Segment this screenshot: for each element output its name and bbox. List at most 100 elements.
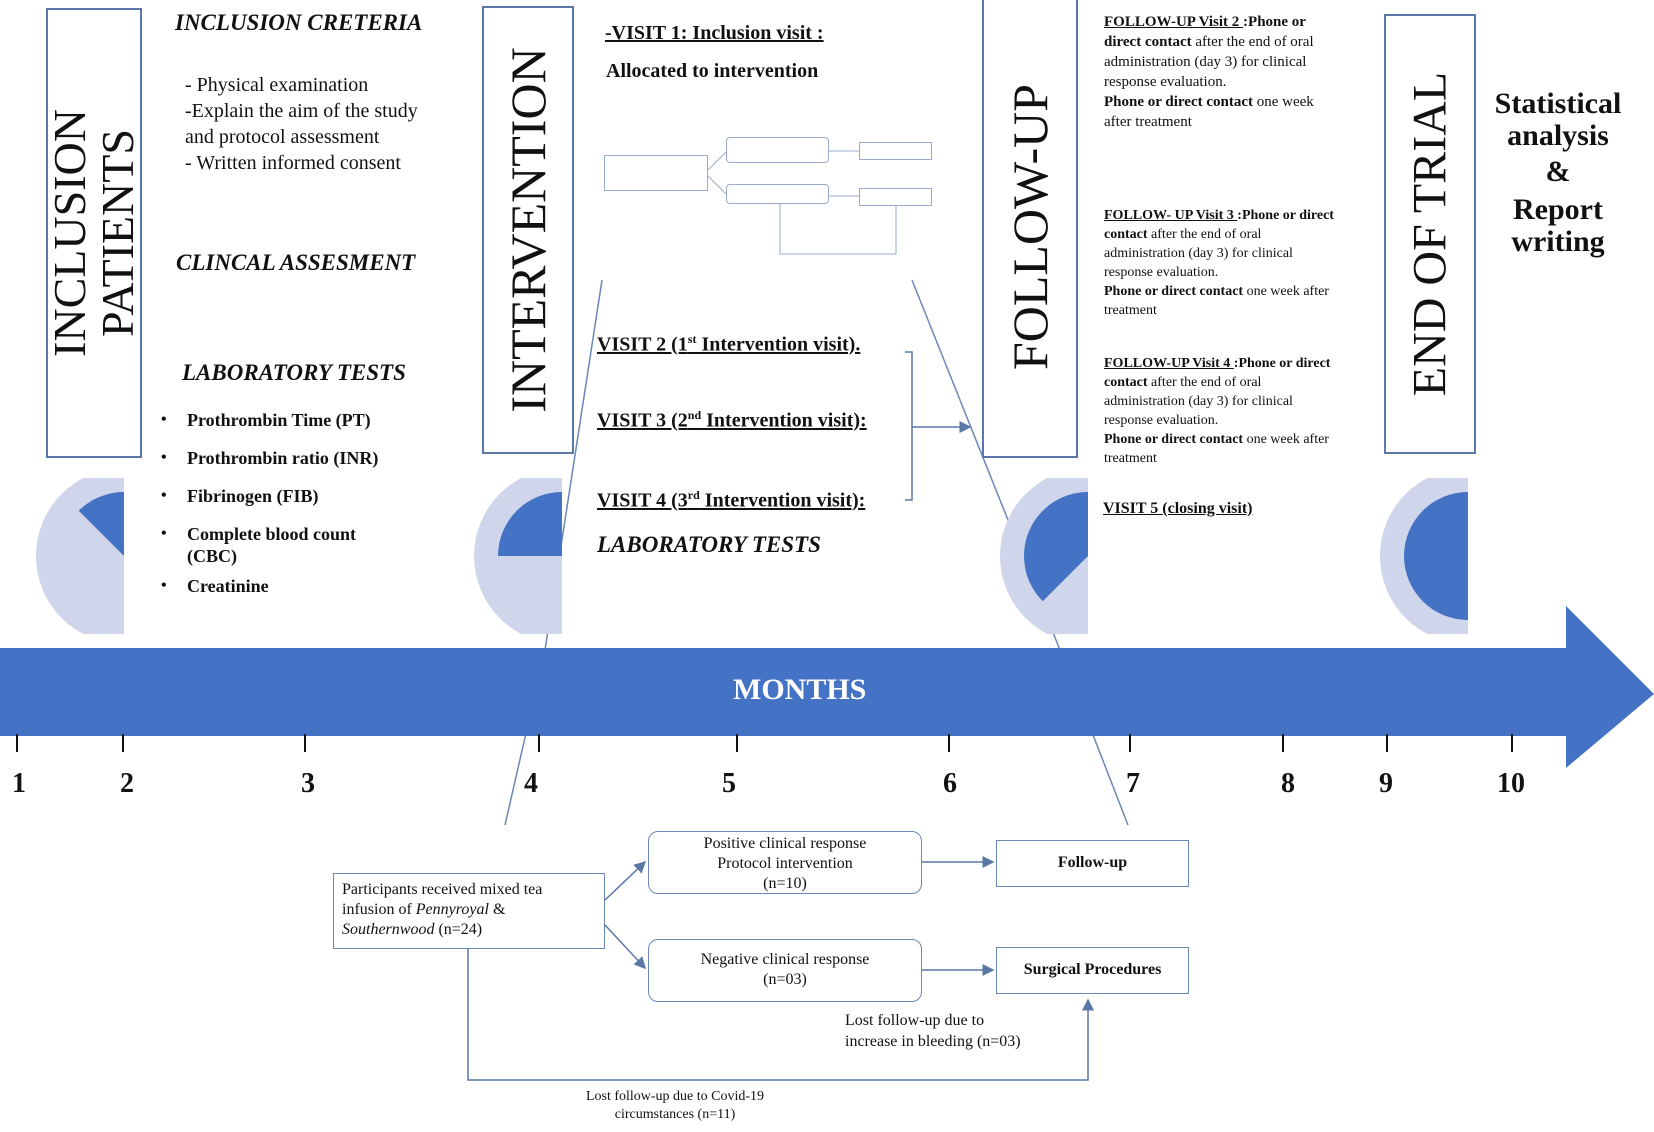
phase-label-inclusion: INCLUSION PATIENTS [44, 109, 143, 357]
visit4-label: VISIT 4 (3rd Intervention visit): [597, 488, 865, 513]
phase-inclusion-line1: INCLUSION [44, 109, 95, 357]
lost-covid-text: Lost follow-up due to Covid-19 [585, 1089, 765, 1104]
visit2-sup: st [687, 332, 697, 346]
followup-visit4-detail: after the end of oral administration (da… [1104, 375, 1293, 428]
end-of-trial-text: Statistical analysis & Report writing [1478, 88, 1638, 258]
criteria-item: -Explain the aim of the study [185, 100, 418, 122]
followup-visit4-contact2: Phone or direct contact [1104, 432, 1244, 447]
positive-response-text: Positive clinical response [703, 835, 867, 852]
month-tick-label: 3 [301, 768, 315, 799]
negative-response-text: Negative clinical response [700, 951, 870, 968]
visit3-sup: nd [687, 408, 702, 422]
visit3-text: VISIT 3 (2 [597, 409, 688, 432]
progress-pie-followup [1000, 478, 1088, 634]
lost-bleeding-text: increase in bleeding (n=03) [845, 1033, 1021, 1050]
followup-visit4-heading: FOLLOW-UP Visit 4 [1104, 356, 1234, 371]
participants-text: infusion of [342, 901, 416, 918]
month-tick-label: 1 [12, 768, 26, 799]
followup-visit3-contact: :Phone or direct contact [1104, 208, 1334, 242]
lab-item: Prothrombin Time (PT) [161, 409, 421, 431]
negative-response-box: Negative clinical response (n=03) [648, 939, 922, 1002]
visit3-label: VISIT 3 (2nd Intervention visit): [597, 408, 867, 433]
end-line: Report [1513, 193, 1603, 226]
followup-visit4-contact: :Phone or direct contact [1104, 356, 1331, 390]
phase-label-end: END OF TRIAL [1403, 71, 1457, 397]
inclusion-criteria-list: - Physical examination -Explain the aim … [185, 72, 418, 176]
progress-pie-end [1380, 478, 1468, 634]
visit4-text: VISIT 4 (3 [597, 489, 688, 512]
followup-visit4-week: one week after treatment [1104, 432, 1329, 466]
participants-box: Participants received mixed tea infusion… [333, 873, 605, 949]
end-line: writing [1511, 225, 1605, 258]
negative-response-count: (n=03) [763, 971, 807, 988]
criteria-item: - Written informed consent [185, 152, 401, 174]
inclusion-criteria-title: INCLUSION CRETERIA [175, 10, 423, 35]
month-tick-label: 7 [1126, 768, 1140, 799]
month-tick-label: 5 [722, 768, 736, 799]
mini-flow-lines [707, 150, 897, 255]
followup-visit2-block: FOLLOW-UP Visit 2 :Phone or direct conta… [1104, 12, 1340, 132]
followup-visit2-contact2: Phone or direct contact [1104, 94, 1253, 110]
mini-followup-box [859, 142, 932, 160]
mini-negative-box [726, 184, 829, 204]
followup-visit3-heading: FOLLOW- UP Visit 3 [1104, 208, 1238, 223]
followup-visit2-contact: :Phone or direct contact [1104, 14, 1306, 50]
month-tick-label: 6 [943, 768, 957, 799]
southernwood-text: Southernwood [342, 921, 435, 938]
lost-bleeding-text: Lost follow-up due to [845, 1012, 985, 1029]
pennyroyal-text: Pennyroyal [415, 901, 489, 918]
end-line: Statistical [1494, 87, 1622, 120]
lab-item: Prothrombin ratio (INR) [161, 447, 421, 469]
visit2-text: VISIT 2 (1 [597, 333, 688, 356]
participants-text: Participants received mixed tea [342, 881, 543, 898]
month-tick-label: 2 [120, 768, 134, 799]
followup-visit2-heading: FOLLOW-UP Visit 2 [1104, 14, 1244, 30]
followup-visit2-week: one week after treatment [1104, 94, 1314, 130]
positive-response-text: Protocol intervention [717, 855, 853, 872]
phase-label-followup: FOLLOW-UP [1002, 83, 1058, 371]
positive-response-box: Positive clinical response Protocol inte… [648, 831, 922, 894]
month-tick-marks [16, 734, 1513, 752]
visit5-label: VISIT 5 (closing visit) [1103, 500, 1253, 517]
visit4-text-post: Intervention visit): [699, 489, 866, 512]
lab-item: Fibrinogen (FIB) [161, 485, 421, 507]
surgical-procedures-box: Surgical Procedures [996, 947, 1189, 994]
mini-positive-box [726, 137, 829, 163]
phase-label-intervention: INTERVENTION [500, 47, 556, 413]
followup-visit4-block: FOLLOW-UP Visit 4 :Phone or direct conta… [1104, 354, 1340, 468]
end-line: analysis [1507, 119, 1609, 152]
month-tick-label: 8 [1281, 768, 1295, 799]
followup-visit3-contact2: Phone or direct contact [1104, 284, 1244, 299]
visit4-sup: rd [687, 488, 700, 502]
participants-count: (n=24) [434, 921, 483, 938]
followup-visit3-detail: after the end of oral administration (da… [1104, 227, 1293, 280]
followup-visit2-detail: after the end of oral administration (da… [1104, 34, 1314, 90]
lab-item: Creatinine [161, 575, 421, 597]
progress-pie-inclusion [36, 478, 124, 634]
lost-covid-note: Lost follow-up due to Covid-19 circumsta… [560, 1088, 790, 1124]
participants-text: & [488, 901, 506, 918]
followup-visit3-block: FOLLOW- UP Visit 3 :Phone or direct cont… [1104, 206, 1340, 320]
lost-bleeding-note: Lost follow-up due to increase in bleedi… [845, 1010, 1021, 1052]
positive-response-count: (n=10) [763, 875, 807, 892]
phase-inclusion-line2: PATIENTS [92, 129, 143, 337]
lab-item: Complete blood count (CBC) [161, 523, 397, 567]
end-line: & [1545, 155, 1571, 188]
month-tick-label: 4 [524, 768, 538, 799]
clinical-assessment-title: CLINCAL ASSESMENT [176, 250, 416, 275]
phase-box-end: END OF TRIAL [1384, 14, 1476, 454]
criteria-item: - Physical examination [185, 74, 369, 96]
visit2-text-post: Intervention visit). [696, 333, 861, 356]
months-arrow [0, 606, 1654, 768]
intervention-lab-title: LABORATORY TESTS [597, 532, 821, 557]
phase-box-followup: FOLLOW-UP [982, 0, 1078, 458]
followup-box: Follow-up [996, 840, 1189, 887]
criteria-item: and protocol assessment [185, 126, 380, 148]
mini-surgical-box [859, 188, 932, 206]
allocated-label: Allocated to intervention [606, 60, 819, 82]
laboratory-tests-title: LABORATORY TESTS [182, 360, 406, 385]
visit1-label: -VISIT 1: Inclusion visit : [605, 22, 824, 44]
mini-participants-box [604, 155, 708, 191]
visit2-label: VISIT 2 (1st Intervention visit). [597, 332, 860, 357]
